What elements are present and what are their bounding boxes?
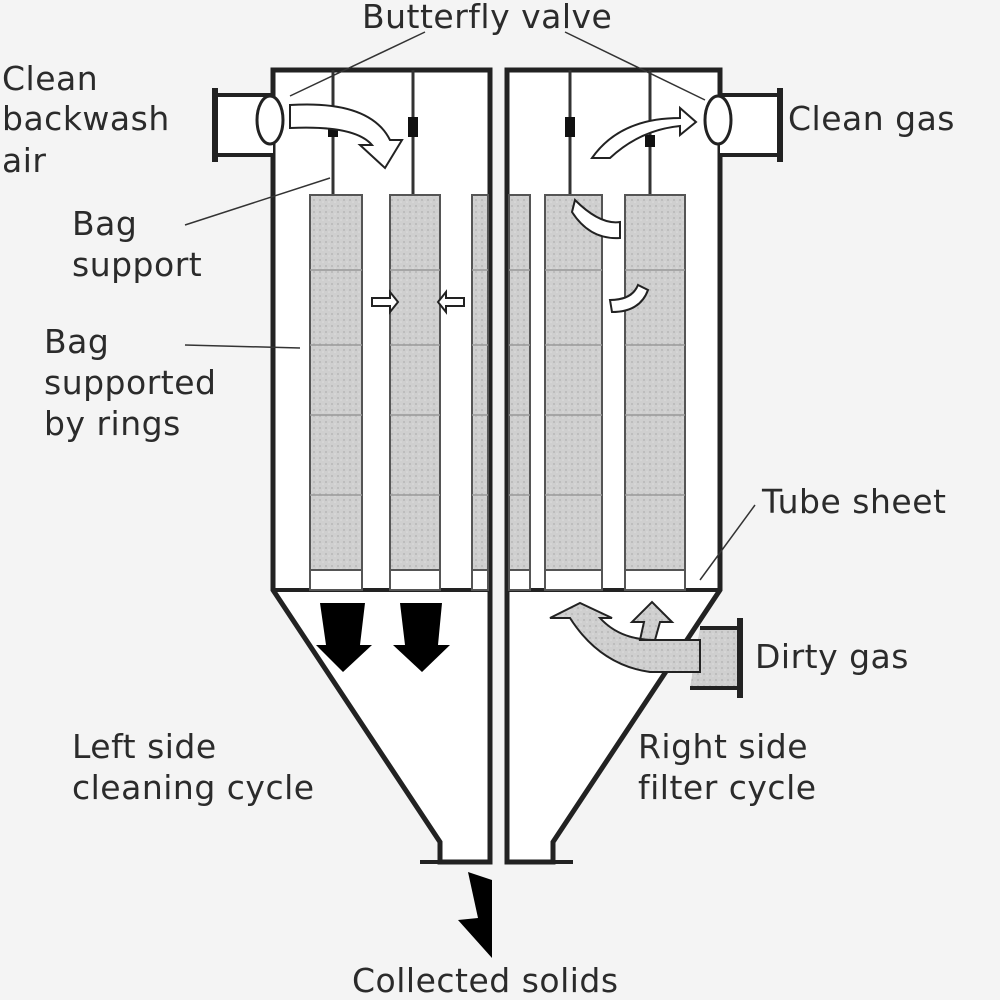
label-by-rings: by rings (44, 404, 181, 443)
left-chamber (270, 67, 493, 865)
dust-fall-arrow-2 (393, 603, 450, 672)
label-backwash: backwash (2, 99, 170, 138)
leader-lines (184, 31, 756, 581)
reverse-air-arrow-1 (371, 289, 400, 315)
bag-collar (544, 569, 603, 591)
dirty-gas-inlet-pipe (690, 618, 743, 698)
label-support: support (72, 245, 202, 284)
backwash-flow-arrow (289, 103, 404, 170)
filter-bag (389, 194, 441, 571)
filter-flow-arrow-1 (570, 198, 621, 240)
label-filter-cycle: filter cycle (638, 768, 817, 807)
label-tube-sheet: Tube sheet (761, 482, 946, 521)
backwash-inlet-pipe (212, 88, 285, 162)
filter-bag (544, 194, 603, 571)
butterfly-valve-right (703, 94, 733, 146)
clean-gas-outlet-pipe (703, 88, 783, 162)
label-left-side: Left side (72, 727, 217, 766)
dust-fall-arrow-1 (316, 603, 372, 672)
label-clean: Clean (2, 59, 98, 98)
butterfly-valve-left (255, 94, 285, 146)
clean-gas-flow-arrow (590, 105, 698, 159)
filter-bag (508, 194, 531, 571)
bag-collar (508, 569, 531, 591)
filter-bags (309, 194, 686, 591)
bag-collar (309, 569, 363, 591)
bag-collar (471, 569, 489, 591)
bag-collar (389, 569, 441, 591)
label-air: air (2, 141, 46, 180)
collected-solids-arrow (458, 872, 492, 958)
label-clean-gas: Clean gas (788, 99, 955, 138)
label-collected-solids: Collected solids (352, 961, 619, 1000)
reverse-air-arrow-2 (436, 289, 465, 315)
label-supported: supported (44, 363, 216, 402)
label-butterfly-valve: Butterfly valve (362, 0, 612, 36)
dirty-gas-flow-arrow (549, 600, 701, 673)
bag-collar (624, 569, 686, 591)
label-right-side: Right side (638, 727, 808, 766)
label-bag: Bag (72, 204, 137, 243)
filter-bag (309, 194, 363, 571)
filter-flow-arrow-2 (608, 283, 650, 314)
filter-bag (624, 194, 686, 571)
filter-bag (471, 194, 489, 571)
label-bag-2: Bag (44, 322, 109, 361)
label-cleaning-cycle: cleaning cycle (72, 768, 315, 807)
label-dirty-gas: Dirty gas (755, 637, 909, 676)
